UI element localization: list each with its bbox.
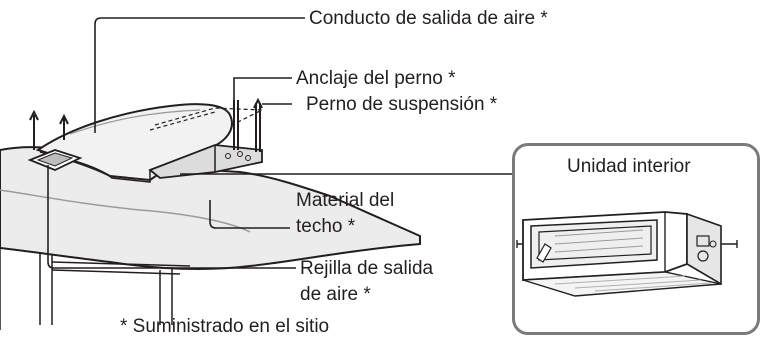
unit-body	[148, 107, 265, 179]
footnote: * Suministrado en el sitio	[120, 316, 330, 337]
label-suspension-bolt: Perno de suspensión *	[306, 94, 498, 115]
outlet-grille	[27, 149, 83, 171]
label-outlet-duct: Conducto de salida de aire *	[309, 8, 548, 29]
inset-title: Unidad interior	[567, 156, 691, 177]
leader-lines	[47, 17, 512, 269]
outlet-duct	[35, 103, 233, 183]
label-ceiling-material-1: Material del	[296, 190, 395, 211]
suspension-bolts	[29, 97, 263, 152]
indoor-unit-inset: Unidad interior	[512, 143, 760, 335]
label-bolt-anchor: Anclaje del perno *	[296, 68, 456, 89]
label-outlet-grille-1: Rejilla de salida	[300, 258, 434, 279]
label-outlet-grille-2: de aire *	[300, 284, 371, 305]
indoor-unit-drawing	[516, 211, 738, 297]
label-ceiling-material-2: techo *	[296, 216, 356, 237]
